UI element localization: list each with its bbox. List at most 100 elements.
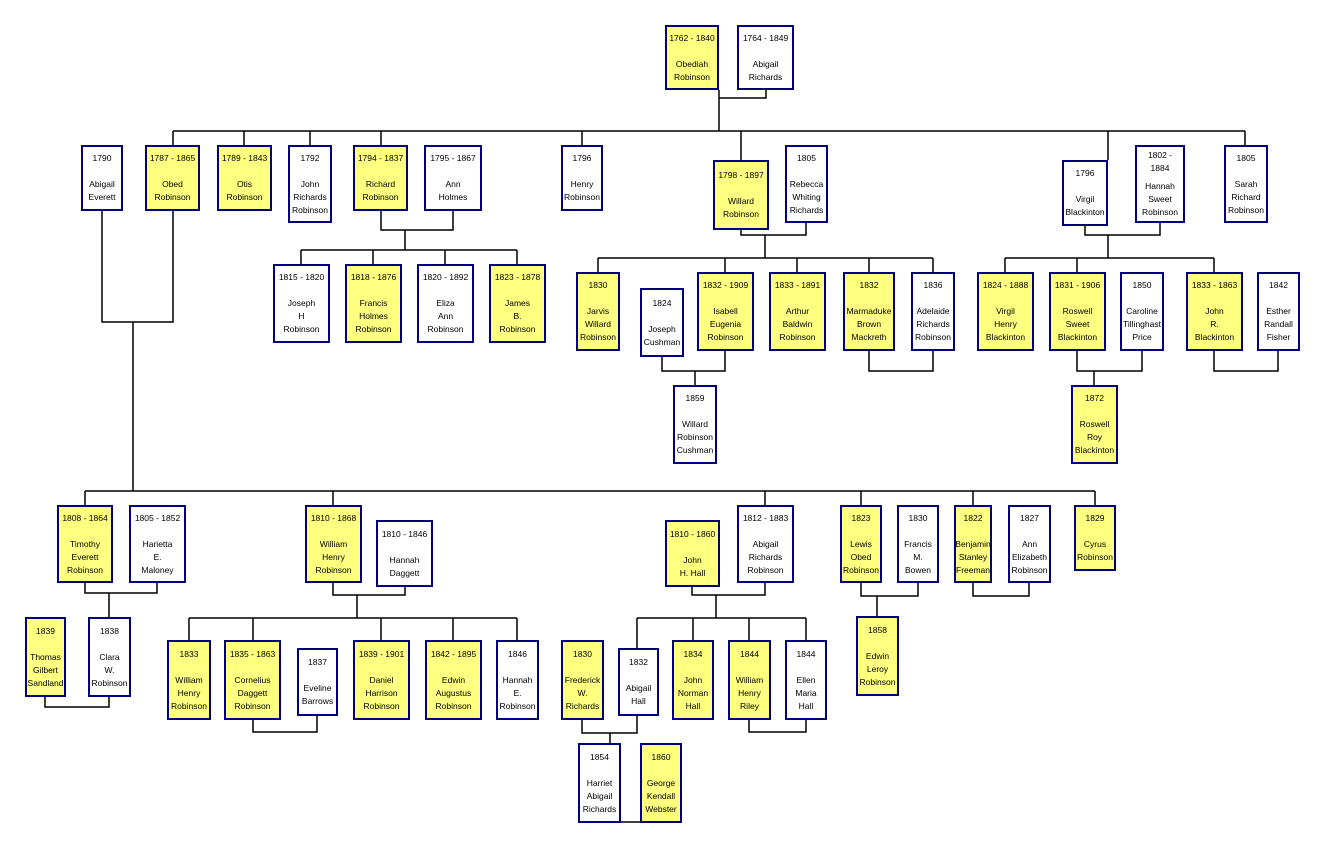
person-name-line: Cornelius <box>234 674 271 685</box>
person-name-line: Obediah <box>675 58 709 69</box>
person-name-line: Francis <box>904 538 932 549</box>
person-name-line: Robinson <box>779 332 816 342</box>
person-name-line: Robinson <box>355 324 392 334</box>
person-dates: 1836 <box>923 280 943 290</box>
person-name-line: Hall <box>685 700 701 711</box>
person-name-line: Maloney <box>141 564 174 575</box>
person-name-line: E. <box>513 687 522 698</box>
person-name-line: W. <box>577 687 588 698</box>
person-name-line: Blackinton <box>1065 207 1105 217</box>
person-dates: 1842 <box>1269 280 1288 290</box>
person-name-line: Brown <box>856 319 882 329</box>
person-name-line: Willard <box>585 319 611 329</box>
person-dates: 1802 - 1884 <box>1147 150 1173 173</box>
person-name-line: Caroline <box>1126 306 1158 316</box>
person-name-line: Everett <box>71 551 99 562</box>
person-name-line: William <box>319 538 348 549</box>
person-name-line: Jarvis <box>586 306 610 316</box>
person-name-line: Randall <box>1264 319 1293 329</box>
person-name-line: Gilbert <box>32 664 59 675</box>
person-name-line: Robinson <box>1228 204 1264 215</box>
person-name-line: Sweet <box>1065 319 1090 329</box>
person-name-line: Virgil <box>996 306 1015 316</box>
person-dates: 1833 - 1863 <box>1191 280 1238 290</box>
person-name-line: Eugenia <box>709 319 742 329</box>
person-dates: 1805 - 1852 <box>134 512 181 523</box>
person-name-line: Robinson <box>226 192 263 202</box>
person-name-line: Price <box>1132 332 1152 342</box>
family-connector-line <box>380 211 454 231</box>
person-name-line: Robinson <box>292 204 328 215</box>
person-name-line: Tillinghast <box>1123 319 1161 329</box>
person-name-line: Arthur <box>785 306 810 316</box>
person-name-line: Clara <box>99 651 120 662</box>
person-dates: 1796 <box>1075 168 1095 178</box>
person-name-line: Cushman <box>643 336 681 347</box>
person-name-line: Richard <box>365 179 396 189</box>
person-name-line: Hannah <box>1145 181 1175 191</box>
person-name-line: Sweet <box>1148 194 1172 204</box>
person-dates: 1837 <box>308 657 327 667</box>
person-dates: 1810 - 1860 <box>669 528 716 539</box>
person-dates: 1833 <box>179 648 199 659</box>
person-name-line: Cushman <box>676 445 714 455</box>
family-connector-line <box>101 211 174 323</box>
person-name-line: Robinson <box>674 71 710 82</box>
person-dates: 1820 - 1892 <box>422 272 469 282</box>
person-name-line: Robinson <box>1077 552 1113 562</box>
person-name-line: Kendall <box>646 790 676 801</box>
person-name-line: Robinson <box>723 209 759 219</box>
person-name-line: Baldwin <box>782 319 813 329</box>
person-name-line: James <box>504 298 531 308</box>
person-name-line: Harrison <box>365 687 398 698</box>
person-dates: 1835 - 1863 <box>229 648 276 659</box>
family-connector-line <box>332 583 406 596</box>
person-name-line: Stanley <box>958 551 988 562</box>
person-dates: 1830 <box>573 648 592 659</box>
person-name-line: Robinson <box>1142 207 1178 217</box>
person-dates: 1827 <box>1020 512 1039 523</box>
person-name-line: Abigail <box>752 538 779 549</box>
person-dates: 1795 - 1867 <box>430 153 476 163</box>
person-dates: 1838 <box>100 625 119 636</box>
person-dates: 1818 - 1876 <box>350 272 397 282</box>
person-name-line: Hannah <box>502 674 533 685</box>
person-name-line: Robinson <box>67 564 103 575</box>
person-name-line: Robinson <box>580 332 616 342</box>
person-name-line: Norman <box>677 687 709 698</box>
person-name-line: Fisher <box>1266 332 1291 342</box>
person-name-line: Robinson <box>234 700 271 711</box>
person-dates: 1832 <box>859 280 879 290</box>
person-name-line: B. <box>513 311 522 321</box>
person-dates: 1850 <box>1132 280 1152 290</box>
person-name-line: Robinson <box>499 700 536 711</box>
person-dates: 1833 - 1891 <box>774 280 821 290</box>
person-dates: 1787 - 1865 <box>149 153 196 163</box>
person-name-line: Robinson <box>499 324 536 334</box>
person-name-line: Thomas <box>30 651 61 662</box>
person-name-line: Ann <box>1021 538 1038 549</box>
person-dates: 1830 <box>908 512 928 523</box>
